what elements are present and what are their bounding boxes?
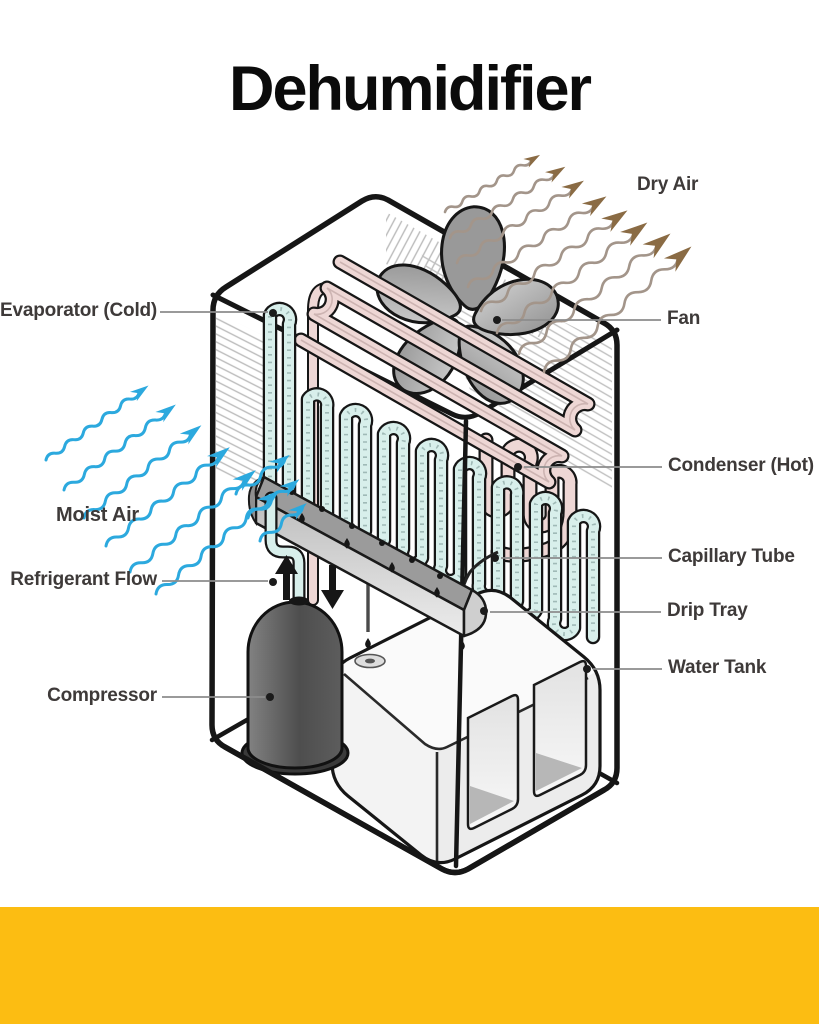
refrigerant-flow-arrows (275, 555, 344, 609)
label-condenser: Condenser (Hot) (668, 455, 814, 476)
label-fan: Fan (667, 308, 701, 329)
label-capillary-tube: Capillary Tube (668, 546, 795, 567)
compressor-body (240, 596, 350, 776)
page-title: Dehumidifier (228, 54, 592, 124)
label-evaporator: Evaporator (Cold) (0, 300, 158, 321)
label-water-tank: Water Tank (668, 657, 767, 678)
tank-slot-openings (466, 659, 588, 831)
cabinet-bottom-edge (222, 744, 607, 876)
suction-pipe (264, 491, 306, 607)
water-tank-body (330, 588, 602, 866)
label-drip-tray: Drip Tray (667, 600, 748, 621)
drip-drain (365, 584, 371, 649)
label-moist-air: Moist Air (56, 504, 140, 526)
evaporator-coil (262, 301, 602, 645)
tank-drain-hole (354, 653, 386, 669)
leader-lines (160, 309, 662, 701)
label-compressor: Compressor (47, 685, 157, 706)
footer-accent-bar (0, 907, 819, 1024)
label-dry-air: Dry Air (637, 174, 699, 195)
label-refrigerant-flow: Refrigerant Flow (10, 569, 157, 590)
